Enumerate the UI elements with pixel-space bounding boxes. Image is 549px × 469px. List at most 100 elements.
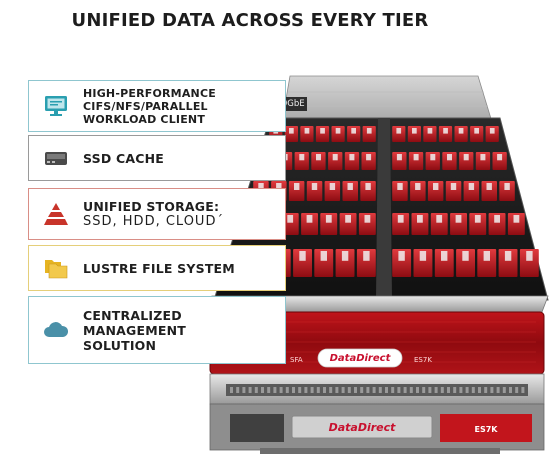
vent-slot — [416, 387, 419, 393]
drive-bay — [315, 126, 330, 142]
drive-label — [430, 154, 436, 161]
drive-label — [412, 128, 417, 134]
vent-slot — [428, 387, 432, 393]
drive-bay — [423, 126, 437, 142]
vent-slot — [478, 387, 481, 393]
vent-slot — [422, 387, 426, 393]
drive-bay — [294, 152, 309, 170]
drive-label — [504, 251, 512, 261]
drive-label — [447, 154, 452, 161]
vent-slot — [372, 387, 376, 393]
bezel-model-right: ES7K — [414, 356, 432, 364]
drive-label — [462, 251, 469, 261]
vent-slot — [403, 387, 407, 393]
drive-bay — [498, 249, 518, 277]
drive-bay — [392, 181, 408, 201]
drive-bay — [392, 152, 407, 170]
tier-unified-storage: UNIFIED STORAGE: SSD, HDD, CLOUD´ — [28, 188, 286, 240]
tier-2-label: SSD CACHE — [83, 150, 164, 166]
drive-bay — [339, 213, 357, 235]
vent-slot — [341, 387, 345, 393]
drive-bay — [456, 249, 475, 277]
drive-label — [413, 154, 419, 161]
drive-bay — [425, 152, 440, 170]
drive-label — [397, 215, 404, 223]
tier-5-line-2: MANAGEMENT — [83, 322, 187, 338]
drive-bay — [358, 213, 376, 235]
drive-bay — [306, 181, 323, 201]
drive-bay — [408, 152, 424, 170]
drive-label — [450, 183, 457, 190]
drive-label — [289, 128, 294, 134]
drive-bay — [314, 249, 334, 277]
drive-label — [463, 154, 469, 161]
vent-slot — [440, 387, 444, 393]
drive-label — [504, 183, 510, 190]
drive-label — [474, 128, 479, 134]
drive-label — [441, 251, 448, 261]
vent-slot — [267, 387, 271, 393]
tier-3-subtitle: SSD, HDD, CLOUD´ — [83, 214, 224, 229]
drive-label — [427, 128, 433, 134]
vent-slot — [329, 387, 333, 393]
drive-bay — [311, 152, 326, 170]
drive-label — [349, 154, 355, 161]
drive-label — [398, 251, 405, 261]
drive-label — [474, 215, 481, 223]
vent-slot — [304, 387, 308, 393]
tier-5-line-3: SOLUTION — [83, 337, 157, 353]
drive-bay — [284, 126, 298, 142]
drive-label — [341, 251, 349, 261]
drive-label — [480, 154, 486, 161]
drive-bay — [392, 126, 406, 142]
drive-bay — [328, 152, 343, 170]
drive-label — [489, 128, 495, 134]
drive-label — [311, 183, 318, 190]
tier-1-line-2: CIFS/NFS/PARALLEL — [83, 99, 208, 113]
drive-label — [497, 154, 503, 161]
drive-label — [365, 183, 371, 190]
drive-label — [494, 215, 500, 223]
drive-label — [345, 215, 351, 223]
vent-slot — [335, 387, 339, 393]
tier-4-label: LUSTRE FILE SYSTEM — [83, 260, 235, 276]
drive-bay — [450, 213, 467, 235]
vent-slot — [248, 387, 252, 393]
vent-slot — [447, 387, 450, 393]
drive-bay — [324, 181, 341, 201]
drive-bay — [470, 126, 484, 142]
vent-slot — [323, 387, 326, 393]
drive-bay — [407, 126, 421, 142]
drive-bay — [459, 152, 474, 170]
drive-bay — [410, 181, 426, 201]
vent-slot — [521, 387, 525, 393]
drive-label — [396, 154, 402, 161]
drive-bay — [362, 126, 376, 142]
drive-label — [363, 251, 370, 261]
tier-lustre: LUSTRE FILE SYSTEM — [28, 245, 286, 291]
drive-label — [486, 183, 492, 190]
drive-bay — [434, 249, 454, 277]
drive-bay — [438, 126, 453, 142]
drive-bay — [499, 181, 515, 201]
vent-slot — [360, 387, 364, 393]
vent-slot — [298, 387, 302, 393]
drive-bay — [335, 249, 355, 277]
vent-slot — [347, 387, 351, 393]
drive-label — [397, 183, 403, 190]
tier-1-line-1: HIGH-PERFORMANCE — [83, 86, 216, 100]
drive-label — [415, 183, 421, 190]
drive-label — [366, 154, 372, 161]
vent-slot — [385, 387, 388, 393]
drive-label — [332, 154, 338, 161]
drive-bay — [427, 181, 444, 201]
drive-bay — [488, 213, 506, 235]
monitor-icon — [45, 96, 67, 116]
drive-label — [347, 183, 353, 190]
drive-bay — [507, 213, 525, 235]
drive-bay — [356, 249, 376, 277]
drive-label — [304, 128, 310, 134]
tier-3-line-1: UNIFIED STORAGE: — [83, 199, 220, 214]
vent-slot — [254, 387, 258, 393]
drive-label — [364, 215, 371, 223]
